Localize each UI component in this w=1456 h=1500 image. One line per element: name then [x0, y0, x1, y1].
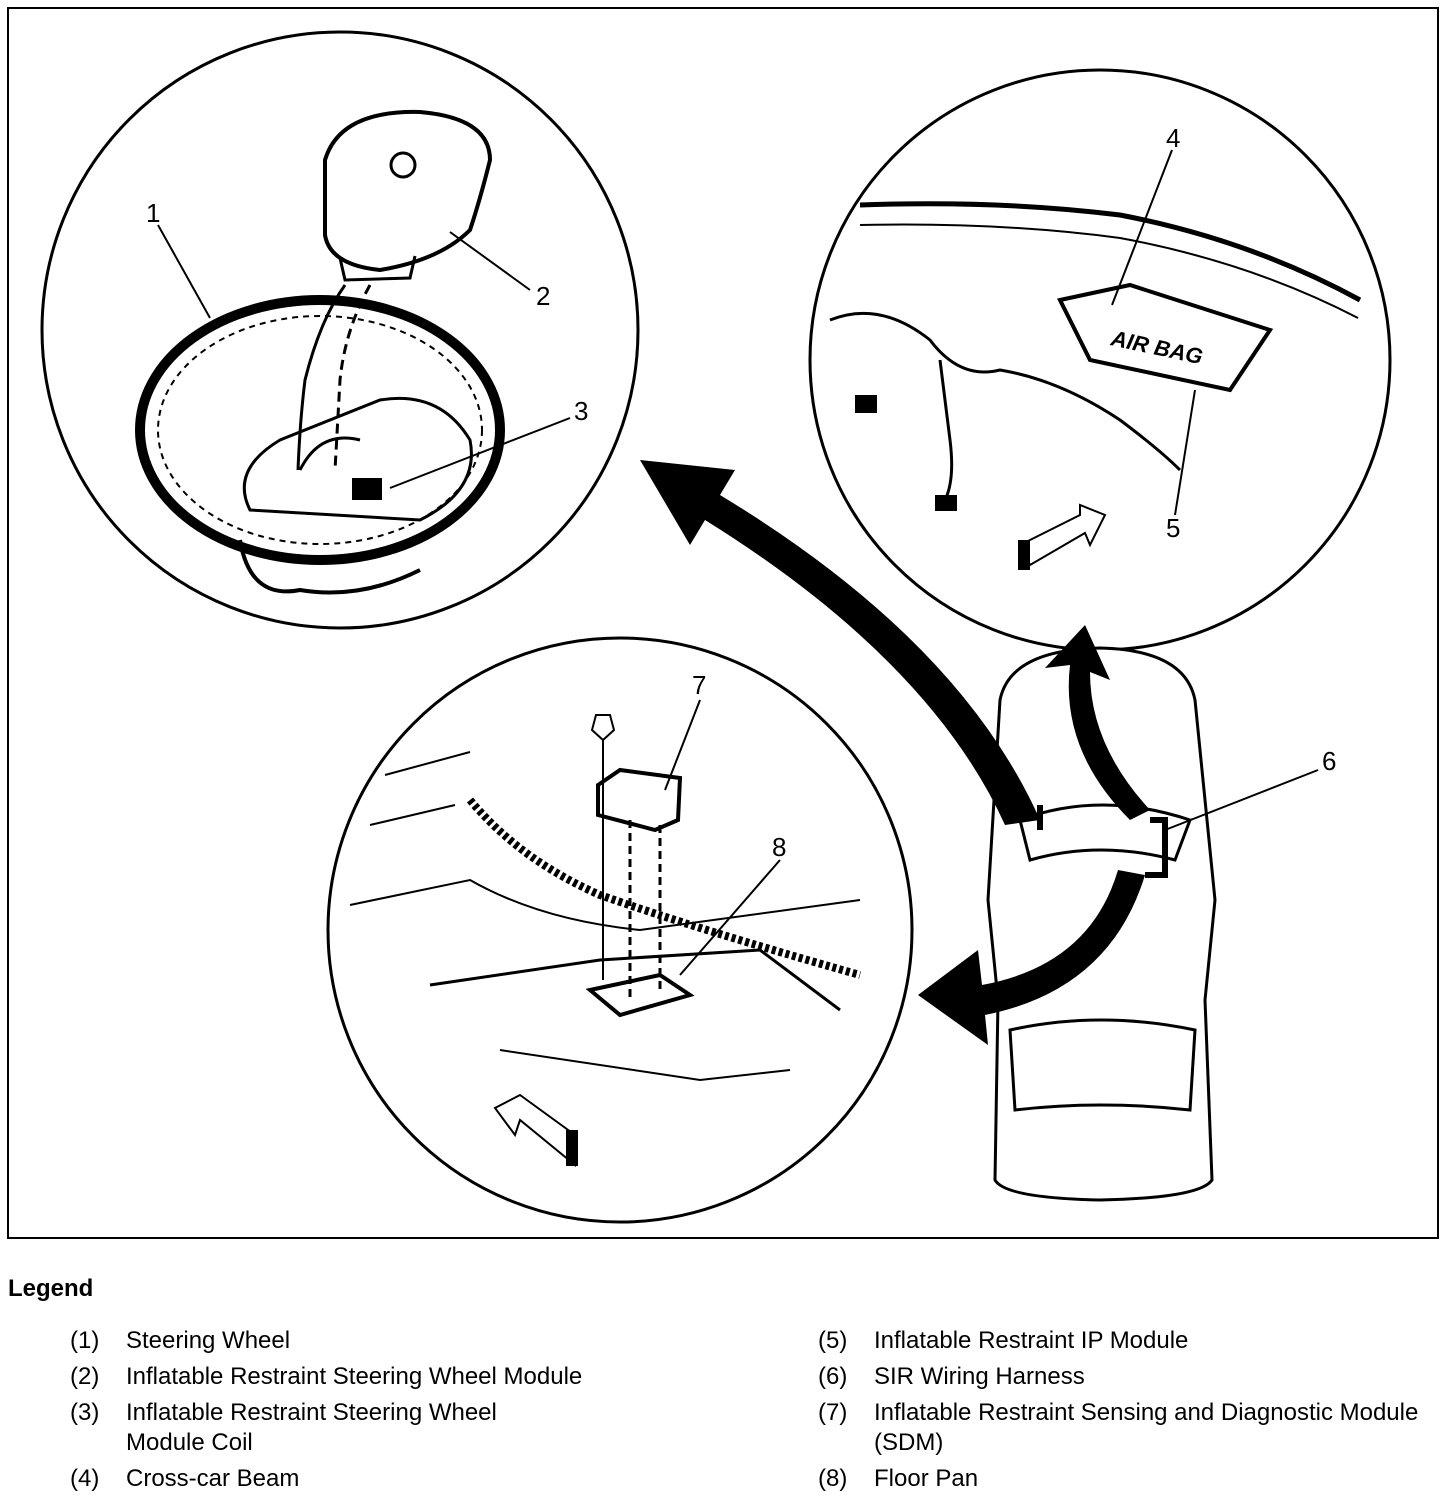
legend-column-left: (1) Steering Wheel (2) Inflatable Restra… [70, 1326, 710, 1500]
legend-text: Inflatable Restraint IP Module [874, 1327, 1189, 1354]
steering-wheel-detail [40, 30, 640, 630]
legend-title: Legend [8, 1275, 94, 1302]
legend-number: (5) [818, 1327, 848, 1354]
callout-1: 1 [146, 198, 160, 228]
legend-number: (7) [818, 1399, 848, 1426]
callout-6: 6 [1322, 746, 1336, 776]
legend-text: Inflatable Restraint Steering Wheel Modu… [126, 1399, 497, 1456]
legend-item: (7) Inflatable Restraint Sensing and Dia… [818, 1398, 1448, 1458]
callout-8: 8 [772, 832, 786, 862]
vehicle-top-view [986, 646, 1319, 1202]
legend-number: (8) [818, 1465, 848, 1492]
instrument-panel-detail: AIR BAG [808, 68, 1392, 652]
legend-item: (8) Floor Pan [818, 1464, 1448, 1494]
callout-4: 4 [1166, 123, 1180, 153]
figure-frame [7, 7, 1439, 1239]
callout-2: 2 [536, 281, 550, 311]
legend-column-right: (5) Inflatable Restraint IP Module (6) S… [818, 1326, 1448, 1500]
legend-text: Steering Wheel [126, 1327, 291, 1354]
airbag-system-diagram: AIR BAG [7, 7, 1439, 1239]
callout-3: 3 [574, 396, 588, 426]
callout-7: 7 [692, 670, 706, 700]
legend-text: Inflatable Restraint Steering Wheel Modu… [126, 1363, 583, 1390]
legend-number: (3) [70, 1399, 100, 1426]
legend-number: (4) [70, 1465, 100, 1492]
legend-item: (1) Steering Wheel [70, 1326, 710, 1356]
legend-item: (2) Inflatable Restraint Steering Wheel … [70, 1362, 710, 1392]
legend-item: (5) Inflatable Restraint IP Module [818, 1326, 1448, 1356]
legend-text: Cross-car Beam [126, 1465, 300, 1492]
legend-number: (6) [818, 1363, 848, 1390]
legend-number: (2) [70, 1363, 100, 1390]
legend-item: (3) Inflatable Restraint Steering Wheel … [70, 1398, 630, 1458]
callout-5: 5 [1166, 513, 1180, 543]
legend-item: (4) Cross-car Beam [70, 1464, 710, 1494]
legend-text: Inflatable Restraint Sensing and Diagnos… [874, 1399, 1419, 1456]
flow-arrows [640, 460, 1150, 1045]
legend-number: (1) [70, 1327, 100, 1354]
legend-text: Floor Pan [874, 1465, 979, 1492]
legend-item: (6) SIR Wiring Harness [818, 1362, 1448, 1392]
legend-text: SIR Wiring Harness [874, 1363, 1085, 1390]
sdm-floor-pan-detail [326, 636, 914, 1224]
